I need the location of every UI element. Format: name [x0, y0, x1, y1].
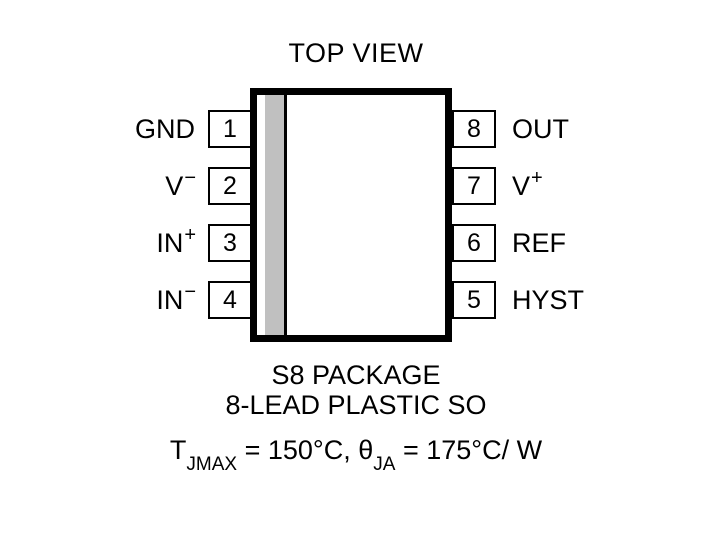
pin-number-3: 3	[223, 228, 237, 257]
package-name-caption: S8 PACKAGE	[271, 360, 441, 390]
pin-label-vminus: V−	[165, 167, 196, 201]
tjmax-subscript: JMAX	[186, 454, 238, 476]
pin-label-gnd: GND	[20, 110, 196, 148]
pin-label-hyst: HYST	[512, 281, 702, 319]
pin-label-inplus-text: IN	[156, 227, 184, 258]
pin1-marker-stripe	[265, 95, 287, 335]
pin-label-hyst-text: HYST	[512, 284, 585, 315]
pin-number-1: 1	[223, 114, 237, 143]
theta-ja-symbol: θ	[358, 435, 374, 465]
pin-label-vplus: V+	[512, 167, 543, 201]
pin-number-6: 6	[467, 228, 481, 257]
pin-label-inminus: IN−	[156, 281, 196, 315]
pin-box-1[interactable]: 1	[208, 110, 252, 148]
pin-label-inminus-text: IN	[156, 284, 184, 315]
package-type-caption: 8-LEAD PLASTIC SO	[225, 390, 487, 420]
pin-number-4: 4	[223, 285, 237, 314]
pin-box-7[interactable]: 7	[452, 167, 496, 205]
pin-number-7: 7	[467, 171, 481, 200]
thermal-spec-caption: TJMAX = 150°C, θJA = 175°C/ W	[0, 435, 712, 475]
pin-label-vminus-text: V	[165, 170, 184, 201]
tjmax-symbol: T	[169, 435, 187, 465]
tjmax-value: = 150°C,	[237, 435, 359, 465]
pin-label-vplus-text: V	[512, 170, 531, 201]
pin-number-5: 5	[467, 285, 481, 314]
pin-box-6[interactable]: 6	[452, 224, 496, 262]
diagram-title: TOP VIEW	[288, 38, 424, 68]
pin-number-2: 2	[223, 171, 237, 200]
pin-label-inplus: IN+	[156, 224, 196, 258]
pin-box-8[interactable]: 8	[452, 110, 496, 148]
theta-ja-subscript: JA	[373, 454, 396, 476]
pin-label-ref: REF	[512, 224, 702, 262]
pin-label-out: OUT	[512, 110, 702, 148]
pin-number-8: 8	[467, 114, 481, 143]
pin-label-out-text: OUT	[512, 113, 569, 144]
pin-box-5[interactable]: 5	[452, 281, 496, 319]
pin-label-gnd-text: GND	[135, 113, 195, 144]
pin-box-4[interactable]: 4	[208, 281, 252, 319]
pin-box-3[interactable]: 3	[208, 224, 252, 262]
pin-label-ref-text: REF	[512, 227, 566, 258]
package-body-outline	[250, 88, 452, 342]
pin-box-2[interactable]: 2	[208, 167, 252, 205]
theta-ja-value: = 175°C/ W	[395, 435, 543, 465]
